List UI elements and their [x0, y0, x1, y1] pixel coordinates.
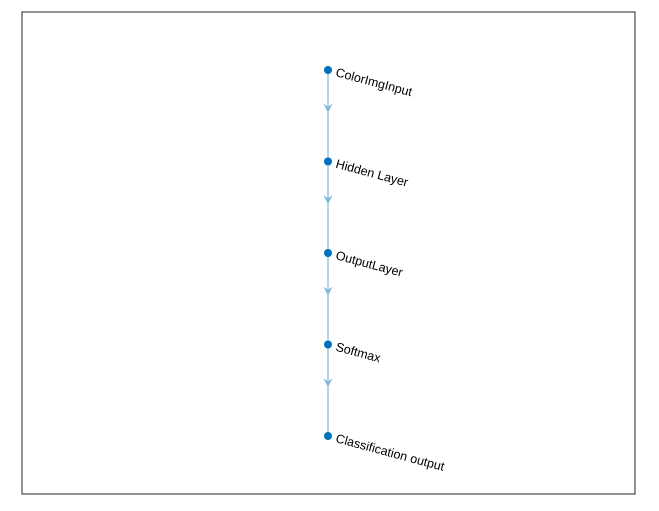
edges-layer: [323, 70, 333, 436]
graph-node[interactable]: [324, 432, 332, 440]
graph-node[interactable]: [324, 157, 332, 166]
edge-arrowhead-icon: [323, 195, 333, 205]
graph-node[interactable]: [324, 249, 332, 257]
edge-arrowhead-icon: [323, 378, 333, 388]
graph-node[interactable]: [324, 340, 332, 349]
edge-arrowhead-icon: [323, 103, 333, 113]
edge-arrowhead-icon: [323, 286, 333, 296]
graph-node[interactable]: [324, 66, 332, 74]
nodes-layer: [324, 66, 332, 440]
